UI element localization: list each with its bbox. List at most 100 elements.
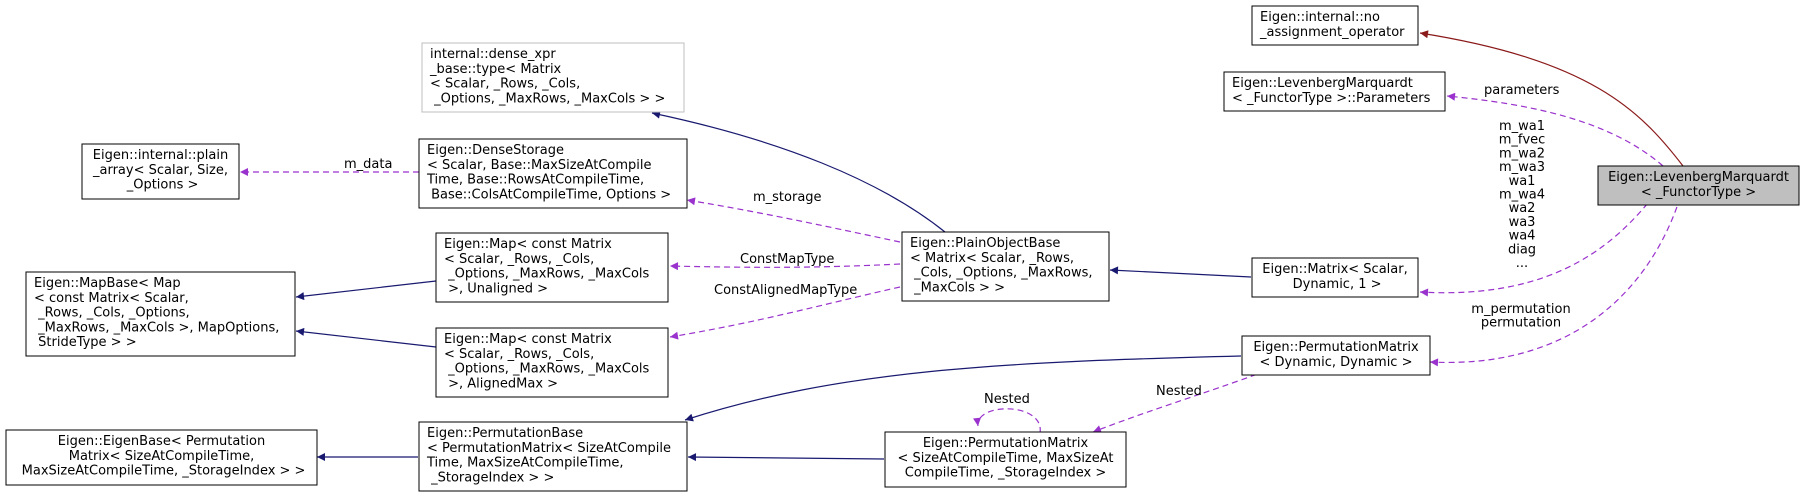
node-label-line: < PermutationMatrix< SizeAtCompile: [427, 441, 671, 456]
edge-lm-to-permutation-dynamic: [1429, 187, 1684, 367]
node-label-line: Eigen::LevenbergMarquardt: [1232, 76, 1413, 91]
edge-labels: parameters m_storage m_data ConstMapType…: [344, 83, 1571, 407]
node-label-line: StrideType > >: [34, 335, 137, 350]
node-label-line: Eigen::Map< const Matrix: [444, 332, 612, 347]
node-label-line: _base::type< Matrix: [429, 62, 562, 77]
node-levenberg-marquardt-text: Eigen::LevenbergMarquardt< _FunctorType …: [1608, 170, 1789, 200]
edge-label-line: wa2: [1509, 201, 1536, 216]
node-label-line: CompileTime, _StorageIndex >: [905, 466, 1106, 481]
node-label-line: _Options, _MaxRows, _MaxCols: [444, 362, 650, 377]
node-label-line: _MaxRows, _MaxCols >, MapOptions,: [34, 320, 279, 335]
node-matrix-dynamic-text: Eigen::Matrix< Scalar, Dynamic, 1 >: [1262, 262, 1407, 292]
node-permutation-base-text: Eigen::PermutationBase< PermutationMatri…: [426, 426, 671, 485]
label-nested-self: Nested: [984, 392, 1030, 407]
node-label-line: MaxSizeAtCompileTime, _StorageIndex > >: [18, 464, 306, 479]
edges: [240, 30, 1684, 462]
node-levenberg-marquardt[interactable]: Eigen::LevenbergMarquardt< _FunctorType …: [1597, 165, 1800, 206]
edge-label-line: m_fvec: [1499, 133, 1546, 148]
node-permutation-sized[interactable]: Eigen::PermutationMatrix< SizeAtCompileT…: [884, 431, 1127, 488]
label-m-data: m_data: [344, 157, 392, 172]
edge-label-line: m_permutation: [1471, 302, 1570, 317]
edge-lm-to-no-assignment-operator: [1419, 30, 1684, 167]
node-label-line: < _FunctorType >: [1641, 185, 1756, 200]
node-map-aligned[interactable]: Eigen::Map< const Matrix< Scalar, _Rows,…: [435, 327, 669, 398]
edge-lm-to-parameters: [1446, 92, 1664, 167]
label-parameters: parameters: [1484, 83, 1560, 98]
edge-plainobjectbase-to-map-aligned: [669, 286, 901, 340]
node-levenberg-marquardt-parameters-text: Eigen::LevenbergMarquardt< _FunctorType …: [1232, 76, 1431, 106]
node-label-line: < Scalar, _Rows, _Cols,: [444, 347, 594, 362]
node-label-line: Eigen::LevenbergMarquardt: [1608, 170, 1789, 185]
label-matrix-members: m_wa1m_fvecm_wa2m_wa3wa1m_wa4wa2wa3wa4di…: [1499, 119, 1546, 271]
node-label-line: >, Unaligned >: [444, 281, 548, 296]
edge-lm-to-matrix-dynamic: [1419, 187, 1661, 297]
edge-permutation-dynamic-to-permutation-base: [684, 355, 1242, 422]
node-dense-storage-text: Eigen::DenseStorage< Scalar, Base::MaxSi…: [426, 143, 671, 202]
node-label-line: < const Matrix< Scalar,: [34, 291, 189, 306]
edge-label-line: m_wa3: [1499, 160, 1545, 175]
edge-plainobjectbase-to-dense-xpr: [651, 110, 946, 233]
node-dense-storage[interactable]: Eigen::DenseStorage< Scalar, Base::MaxSi…: [418, 138, 688, 209]
node-label-line: Time, MaxSizeAtCompileTime,: [426, 456, 624, 471]
node-plain-object-base-text: Eigen::PlainObjectBase< Matrix< Scalar, …: [910, 236, 1093, 295]
node-label-line: Eigen::Map< const Matrix: [444, 237, 612, 252]
node-label-line: _StorageIndex > >: [427, 470, 554, 485]
node-label-line: < Scalar, _Rows, _Cols,: [444, 252, 594, 267]
node-label-line: >, AlignedMax >: [444, 376, 558, 391]
node-permutation-sized-text: Eigen::PermutationMatrix< SizeAtCompileT…: [897, 436, 1113, 481]
node-label-line: internal::dense_xpr: [430, 47, 556, 62]
node-plain-array[interactable]: Eigen::internal::plain_array< Scalar, Si…: [81, 143, 240, 200]
node-label-line: _Options >: [123, 178, 199, 193]
node-label-line: _array< Scalar, Size,: [92, 163, 228, 178]
edge-permutation-dynamic-to-permutation-sized: [1092, 370, 1267, 433]
node-label-line: Base::ColsAtCompileTime, Options >: [427, 187, 671, 202]
label-nested: Nested: [1156, 384, 1202, 399]
edge-label-line: m_wa4: [1499, 188, 1545, 203]
node-label-line: < Scalar, Base::MaxSizeAtCompile: [427, 158, 652, 173]
node-mapbase[interactable]: Eigen::MapBase< Map< const Matrix< Scala…: [25, 271, 296, 357]
node-map-unaligned[interactable]: Eigen::Map< const Matrix< Scalar, _Rows,…: [435, 232, 669, 303]
node-label-line: _assignment_operator: [1259, 25, 1405, 40]
node-label-line: < _FunctorType >::Parameters: [1232, 91, 1431, 106]
node-plain-array-text: Eigen::internal::plain_array< Scalar, Si…: [92, 148, 228, 193]
node-label-line: _Cols, _Options, _MaxRows,: [910, 266, 1093, 281]
edge-permutation-sized-to-permutation-base: [687, 453, 885, 462]
node-label-line: _Options, _MaxRows, _MaxCols > >: [430, 91, 665, 106]
edge-label-line: diag: [1508, 242, 1536, 257]
edge-label-line: m_wa2: [1499, 146, 1545, 161]
edge-label-line: wa4: [1509, 229, 1536, 244]
edge-label-line: wa1: [1509, 174, 1536, 189]
label-const-map-type: ConstMapType: [740, 252, 834, 267]
node-dense-xpr-base-text: internal::dense_xpr_base::type< Matrix< …: [429, 47, 665, 106]
label-m-storage: m_storage: [753, 190, 822, 205]
node-label-line: < Dynamic, Dynamic >: [1260, 355, 1413, 370]
node-permutation-base[interactable]: Eigen::PermutationBase< PermutationMatri…: [418, 421, 688, 492]
node-plain-object-base[interactable]: Eigen::PlainObjectBase< Matrix< Scalar, …: [901, 231, 1110, 302]
node-label-line: Eigen::Matrix< Scalar,: [1262, 262, 1407, 277]
node-map-aligned-text: Eigen::Map< const Matrix< Scalar, _Rows,…: [444, 332, 650, 391]
node-label-line: < Matrix< Scalar, _Rows,: [910, 251, 1074, 266]
node-label-line: Eigen::PermutationMatrix: [1253, 340, 1419, 355]
node-label-line: Eigen::PermutationBase: [427, 426, 583, 441]
node-levenberg-marquardt-parameters[interactable]: Eigen::LevenbergMarquardt< _FunctorType …: [1223, 71, 1446, 112]
node-permutation-dynamic-text: Eigen::PermutationMatrix< Dynamic, Dynam…: [1253, 340, 1419, 370]
edge-label-line: wa3: [1509, 215, 1536, 230]
node-label-line: < Scalar, _Rows, _Cols,: [430, 77, 580, 92]
node-label-line: Eigen::internal::plain: [93, 148, 228, 163]
node-label-line: < SizeAtCompileTime, MaxSizeAt: [897, 451, 1113, 466]
edge-permutation-sized-self: [973, 408, 1041, 434]
node-dense-xpr-base[interactable]: internal::dense_xpr_base::type< Matrix< …: [421, 42, 685, 113]
node-no-assignment-operator[interactable]: Eigen::internal::no_assignment_operator: [1251, 5, 1419, 46]
node-label-line: Dynamic, 1 >: [1288, 277, 1381, 292]
node-label-line: Eigen::PermutationMatrix: [923, 436, 1089, 451]
edge-map-unaligned-to-mapbase: [295, 280, 437, 301]
node-matrix-dynamic[interactable]: Eigen::Matrix< Scalar, Dynamic, 1 >: [1251, 257, 1419, 298]
node-label-line: Eigen::EigenBase< Permutation: [58, 434, 265, 449]
node-label-line: Eigen::internal::no: [1260, 10, 1380, 25]
node-permutation-dynamic[interactable]: Eigen::PermutationMatrix< Dynamic, Dynam…: [1241, 335, 1431, 376]
edge-label-line: m_wa1: [1499, 119, 1545, 134]
node-mapbase-text: Eigen::MapBase< Map< const Matrix< Scala…: [34, 276, 279, 350]
